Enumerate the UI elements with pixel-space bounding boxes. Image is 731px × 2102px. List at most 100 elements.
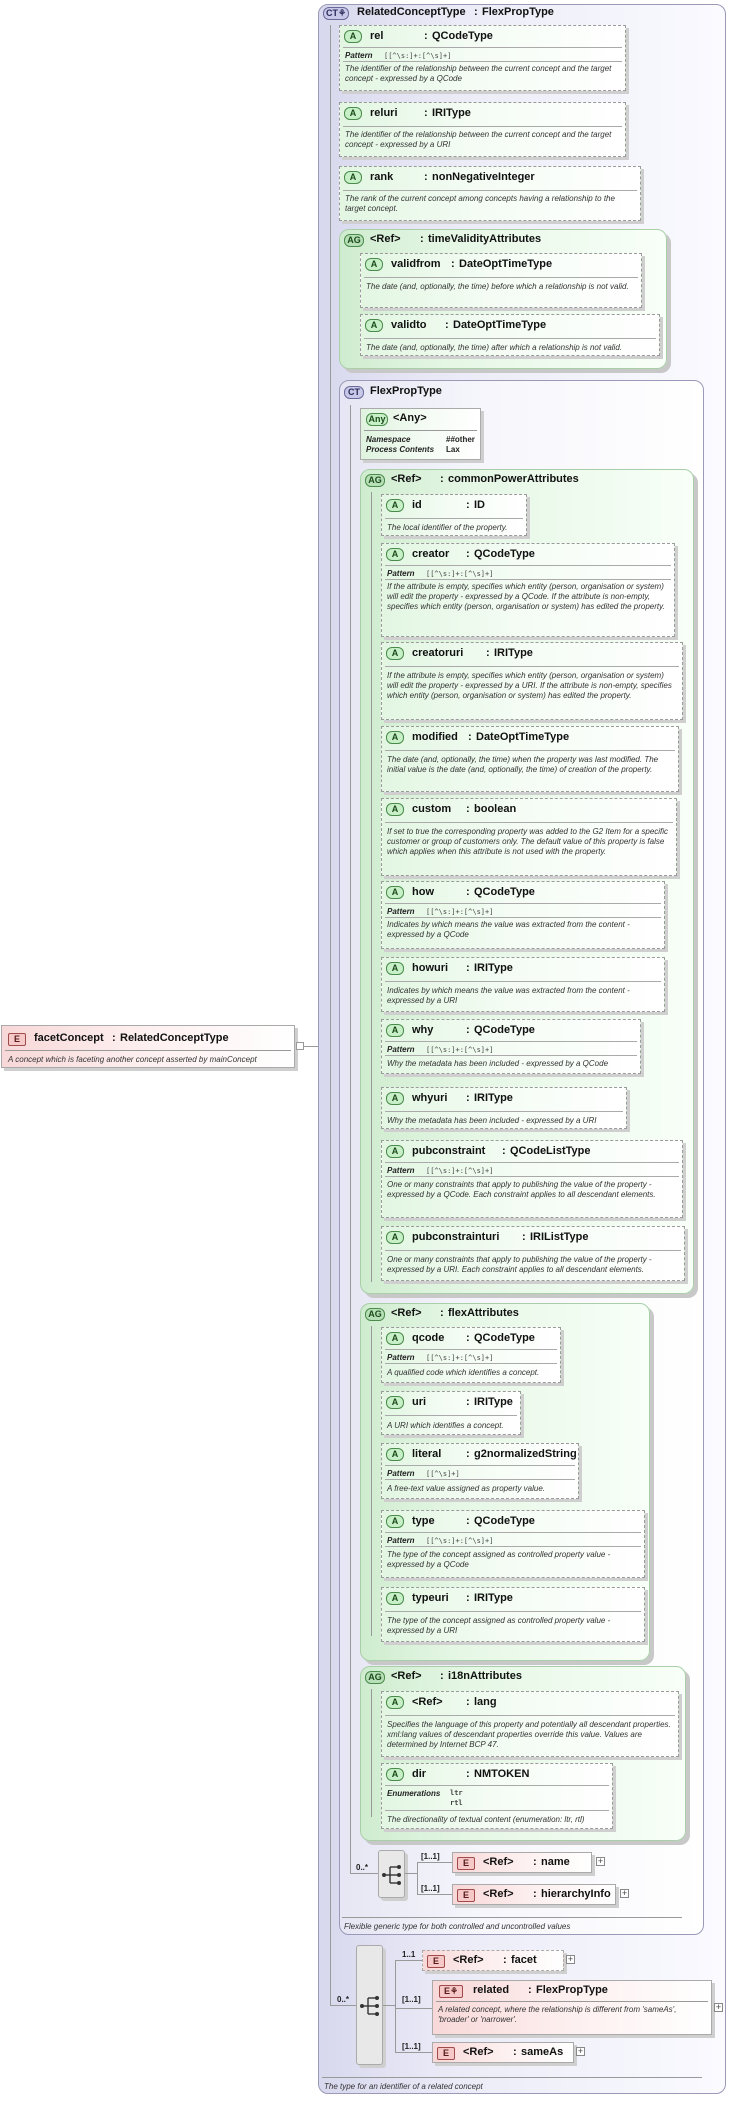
outer-colon: : [474,6,478,18]
attribute-id[interactable]: A id : ID The local identifier of the pr… [381,494,527,536]
separator [385,1546,641,1547]
attribute-validto[interactable]: A validto : DateOptTimeType The date (an… [360,314,660,356]
connector-line [395,2008,432,2009]
element-badge: E [427,1955,445,1968]
separator [385,1162,679,1163]
attribute-dir[interactable]: A dir : NMTOKEN Enumerations ltr rtl The… [381,1763,613,1829]
attribute-lang[interactable]: A <Ref> : lang Specifies the language of… [381,1691,679,1757]
attribute-name: whyuri [412,1092,448,1104]
attribute-type[interactable]: A type : QCodeType Pattern [[^\s:]+:[^\s… [381,1510,645,1578]
element-facet-ref[interactable]: E <Ref> : facet [422,1950,564,1971]
attribute-why[interactable]: A why : QCodeType Pattern [[^\s:]+:[^\s]… [381,1019,641,1074]
attribute-creatoruri[interactable]: A creatoruri : IRIType If the attribute … [381,642,683,720]
attribute-description: The identifier of the relationship betwe… [345,130,612,149]
attribute-typeuri[interactable]: A typeuri : IRIType The type of the conc… [381,1587,645,1642]
any-wildcard[interactable]: Any <Any> Namespace ##other Process Cont… [360,408,481,460]
attribute-description: One or many constraints that apply to pu… [387,1180,656,1199]
pattern-value: [[^\s]+] [426,1470,460,1478]
ref-colon: : [533,1856,537,1868]
element-name: sameAs [521,2046,564,2058]
attribute-description: The directionality of textual content (e… [387,1815,585,1824]
attribute-colon: : [466,1396,470,1408]
attribute-literal[interactable]: A literal : g2normalizedString Pattern [… [381,1443,579,1499]
attribute-name: lang [474,1696,497,1708]
attribute-name: dir [412,1768,427,1780]
ref-label: <Ref> [370,233,401,245]
attribute-badge: A [386,647,404,660]
attribute-description: A free-text value assigned as property v… [387,1484,546,1493]
expand-plus-icon[interactable]: + [596,1856,605,1866]
attribute-colon: : [468,731,472,743]
pattern-value: [[^\s:]+:[^\s]+] [426,1537,494,1545]
attribute-pubconstraint[interactable]: A pubconstraint : QCodeListType Pattern … [381,1140,683,1218]
spine-line [330,25,331,2005]
attribute-qcode[interactable]: A qcode : QCodeType Pattern [[^\s:]+:[^\… [381,1327,561,1383]
attribute-name: howuri [412,962,449,974]
attribute-how[interactable]: A how : QCodeType Pattern [[^\s:]+:[^\s]… [381,881,665,949]
attribute-name: qcode [412,1332,445,1344]
element-hierarchyInfo-ref[interactable]: E <Ref> : hierarchyInfo [452,1884,616,1905]
any-name: <Any> [393,412,427,424]
sequence-compositor[interactable] [378,1850,405,1898]
attribute-custom[interactable]: A custom : boolean If set to true the co… [381,798,677,876]
pattern-value: [[^\s:]+:[^\s]+] [426,1167,494,1175]
element-name: related [473,1984,510,1996]
element-cardinality: [1..1] [421,1852,440,1861]
connector-line [383,2005,395,2006]
attribute-colon: : [424,30,428,42]
attribute-reluri[interactable]: A reluri : IRIType The identifier of the… [339,102,626,157]
attribute-colon: : [466,1024,470,1036]
enum-value-rtl: rtl [450,1799,463,1807]
element-name: name [541,1856,570,1868]
attribute-validfrom[interactable]: A validfrom : DateOptTimeType The date (… [360,253,642,308]
attribute-description: If set to true the corresponding propert… [387,827,669,856]
expand-connector[interactable] [296,1042,304,1050]
element-related[interactable]: E⚘ related : FlexPropType A related conc… [432,1980,712,2035]
attribute-badge: A [386,1092,404,1105]
attribute-type: g2normalizedString [474,1448,577,1460]
element-sameAs-ref[interactable]: E <Ref> : sameAs [432,2042,574,2063]
attribute-group-name: timeValidityAttributes [428,233,542,245]
separator [385,1532,641,1533]
element-name-ref[interactable]: E <Ref> : name [452,1852,592,1873]
outer-type-name: RelatedConceptType [357,6,466,18]
attribute-pubconstrainturi[interactable]: A pubconstrainturi : IRIListType One or … [381,1226,685,1281]
ref-colon: : [440,473,444,485]
attribute-type: DateOptTimeType [459,258,553,270]
attribute-type: IRIType [474,962,513,974]
attribute-creator[interactable]: A creator : QCodeType Pattern [[^\s:]+:[… [381,543,675,637]
attribute-whyuri[interactable]: A whyuri : IRIType Why the metadata has … [381,1087,627,1129]
separator [385,1785,609,1786]
ref-colon: : [420,233,424,245]
flex-type-name: FlexPropType [370,385,442,397]
expand-plus-icon[interactable]: + [714,2002,723,2012]
flex-footer-separator [342,1917,682,1918]
attribute-modified[interactable]: A modified : DateOptTimeType The date (a… [381,726,679,792]
root-element-type: RelatedConceptType [120,1032,229,1044]
attribute-rel[interactable]: A rel : QCodeType Pattern [[^\s:]+:[^\s]… [339,25,626,91]
attribute-rank[interactable]: A rank : nonNegativeInteger The rank of … [339,166,641,221]
attribute-howuri[interactable]: A howuri : IRIType Indicates by which me… [381,957,665,1012]
attribute-badge: A [386,886,404,899]
attribute-group-name: i18nAttributes [448,1670,522,1682]
element-badge: E [8,1033,26,1046]
expand-plus-icon[interactable]: + [620,1888,629,1898]
attribute-badge: A [365,258,383,271]
ref-colon: : [440,1670,444,1682]
attribute-uri[interactable]: A uri : IRIType A URI which identifies a… [381,1391,521,1435]
separator [385,1111,623,1112]
attribute-type: QCodeType [432,30,493,42]
expand-plus-icon[interactable]: + [576,2046,585,2056]
attribute-badge: A [386,803,404,816]
ref-label: <Ref> [453,1954,484,1966]
root-element-facetConcept[interactable]: E facetConcept : RelatedConceptType A co… [1,1025,295,1068]
element-name: hierarchyInfo [541,1888,611,1900]
connector-line [417,1862,452,1863]
group-spine-line [371,492,372,1282]
attribute-group-badge: AG [365,1308,385,1321]
separator [385,1055,637,1056]
attribute-badge: A [386,1592,404,1605]
sequence-compositor[interactable] [356,1945,383,2065]
separator [385,565,671,566]
expand-plus-icon[interactable]: + [566,1954,575,1964]
